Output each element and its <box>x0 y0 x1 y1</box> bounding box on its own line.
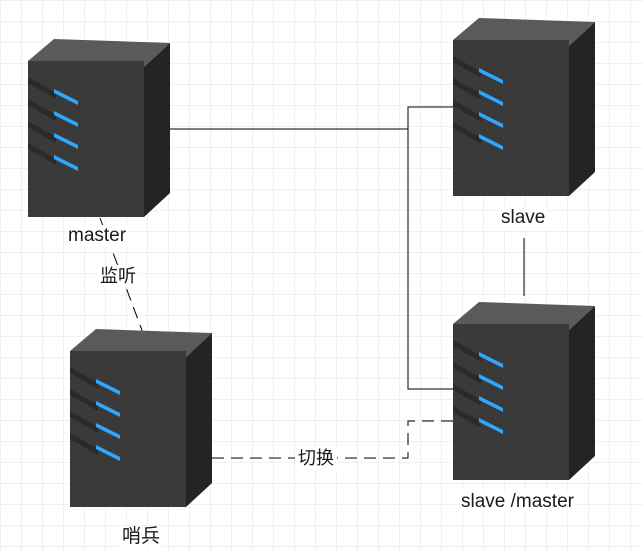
master-label: master <box>66 225 129 247</box>
slave-label: slave <box>499 207 548 229</box>
sentinel-label: 哨兵 <box>120 526 163 548</box>
sentinel-server-icon[interactable] <box>68 323 214 509</box>
failover-edge-label: 切换 <box>295 448 337 470</box>
master-server-icon[interactable] <box>26 33 172 219</box>
slave-master-server-icon[interactable] <box>451 296 597 482</box>
edge-master-to-replicas <box>170 106 455 390</box>
slave-master-label: slave /master <box>459 491 576 513</box>
slave-server-icon[interactable] <box>451 12 597 198</box>
monitor-edge-label: 监听 <box>97 266 139 288</box>
